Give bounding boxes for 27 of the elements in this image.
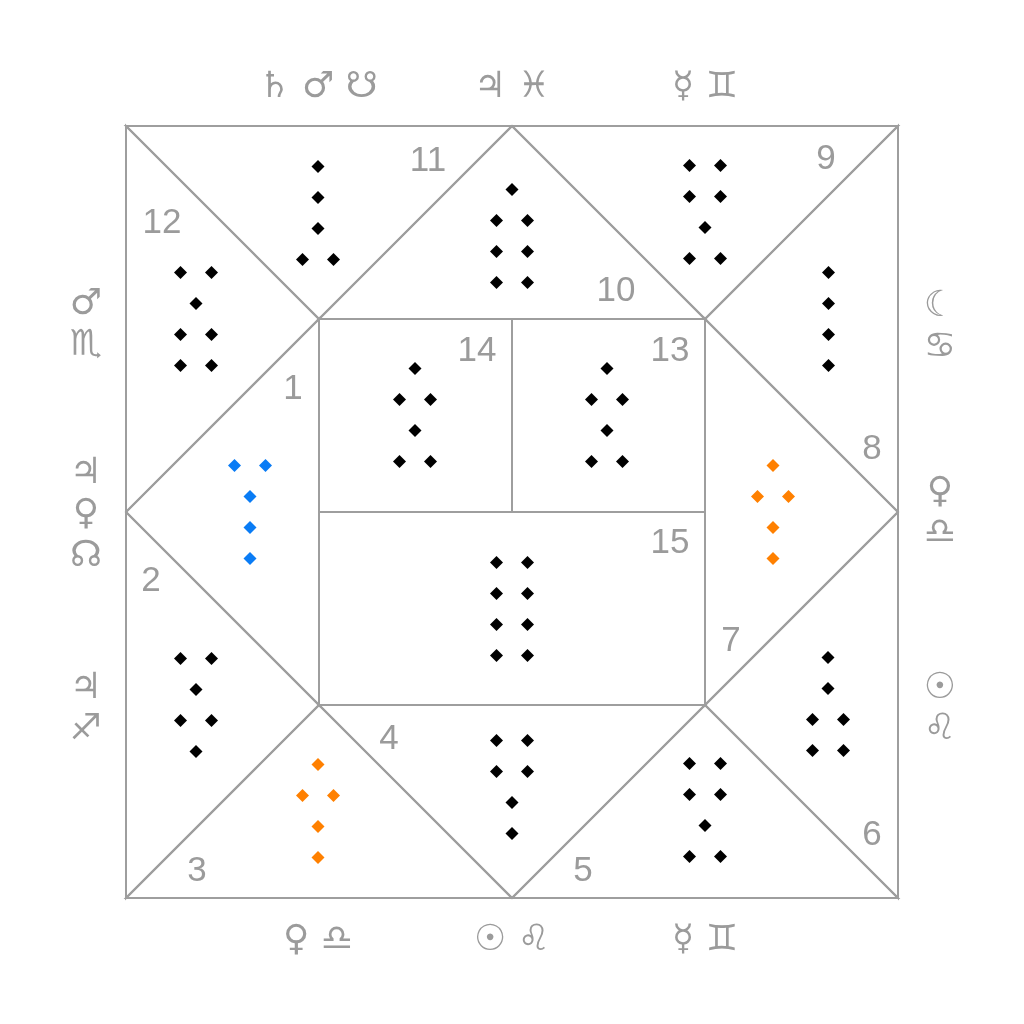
astrological-symbols: ♀ ♎ [282, 917, 354, 959]
house-number: 14 [457, 330, 497, 366]
astrological-symbols: ♃ ♀ ☊ [68, 449, 104, 575]
house-number: 10 [596, 270, 636, 306]
astrological-symbols: ♀ ♎ [922, 468, 958, 552]
astrological-symbols: ☉ ♌ [474, 917, 550, 959]
astrological-symbols: ☿ ♊ [672, 64, 738, 106]
house-number: 5 [573, 850, 593, 886]
house-number: 8 [862, 428, 882, 464]
house-number: 15 [650, 522, 690, 558]
astrological-symbols: ♄ ♂ ☋ [258, 64, 378, 106]
house-number: 11 [409, 140, 447, 176]
astrological-symbols: ☾ ♋ [922, 282, 958, 366]
astrological-symbols: ♃ ♓ [474, 64, 550, 106]
house-number: 3 [187, 850, 207, 886]
astrological-symbols: ♃ ♐ [68, 664, 104, 748]
house-number: 4 [379, 718, 399, 754]
astrological-symbols: ♂ ♏ [68, 280, 104, 364]
house-number: 12 [142, 202, 182, 238]
house-number: 1 [283, 368, 303, 404]
house-number: 13 [650, 330, 690, 366]
house-number: 6 [862, 814, 882, 850]
house-number: 7 [721, 620, 741, 656]
house-number: 2 [141, 560, 161, 596]
astrological-symbols: ☿ ♊ [672, 917, 738, 959]
house-number: 9 [816, 138, 836, 174]
astrological-symbols: ☉ ♌ [922, 664, 958, 748]
